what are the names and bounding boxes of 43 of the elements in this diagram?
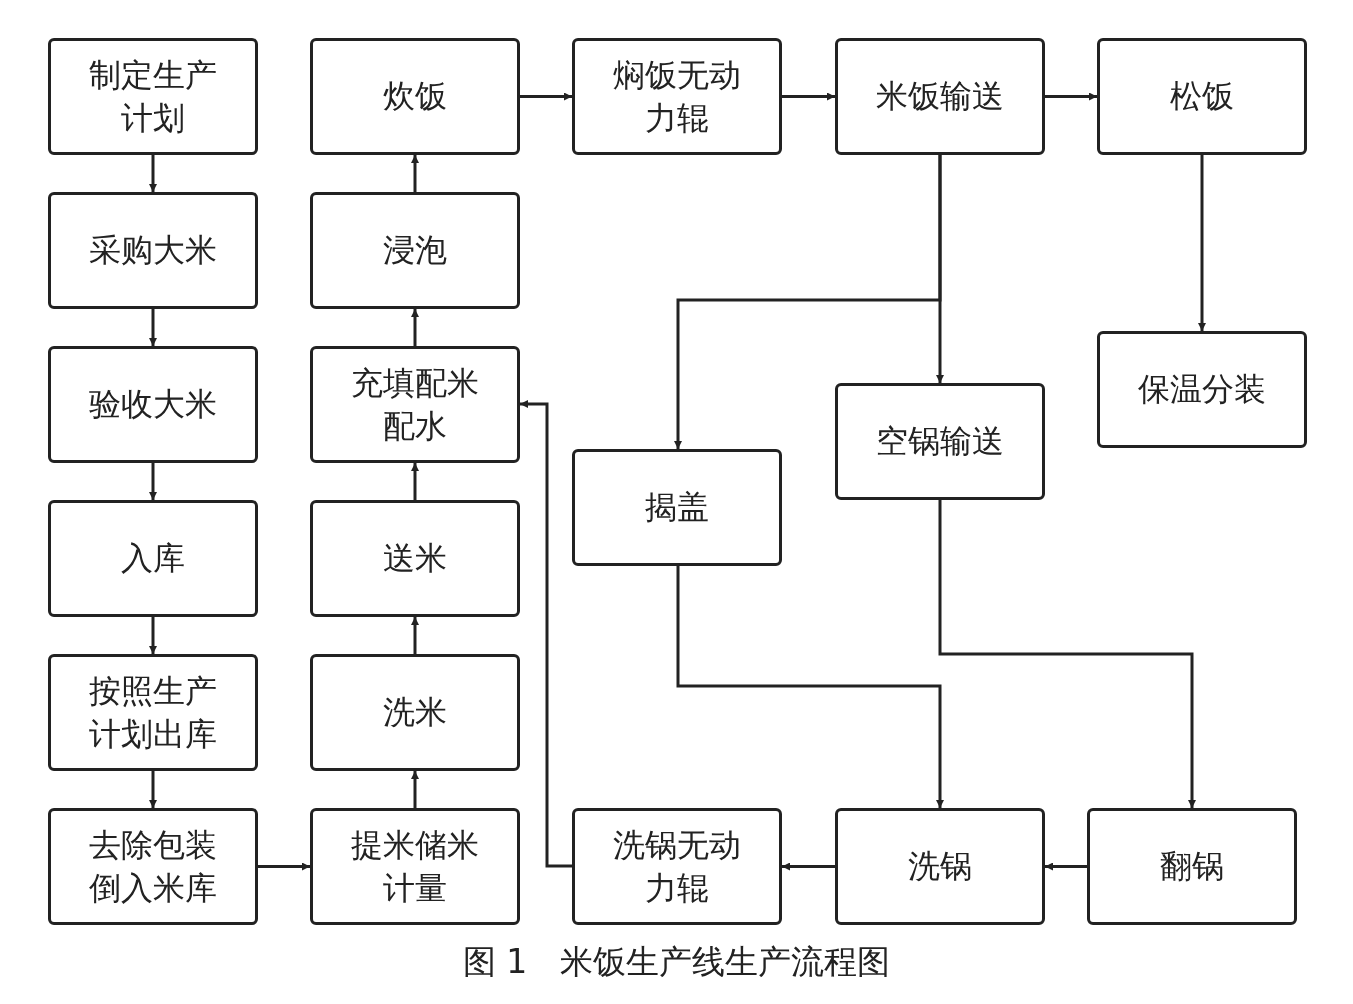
- process-box: 去除包装倒入米库: [48, 808, 258, 925]
- process-box: 翻锅: [1087, 808, 1297, 925]
- process-box: 松饭: [1097, 38, 1307, 155]
- figure-caption: 图 1 米饭生产线生产流程图: [461, 941, 892, 983]
- process-box: 焖饭无动力辊: [572, 38, 782, 155]
- process-box: 洗锅无动力辊: [572, 808, 782, 925]
- arrow: [1198, 155, 1206, 331]
- arrow: [1045, 92, 1097, 101]
- process-box: 空锅输送: [835, 383, 1045, 500]
- arrow: [149, 309, 157, 346]
- process-box: 按照生产计划出库: [48, 654, 258, 771]
- process-box: 送米: [310, 500, 520, 617]
- process-box: 揭盖: [572, 449, 782, 566]
- process-box: 米饭输送: [835, 38, 1045, 155]
- arrow: [411, 309, 419, 346]
- process-box: 洗米: [310, 654, 520, 771]
- arrow: [674, 155, 942, 449]
- arrow: [411, 463, 419, 500]
- process-box: 入库: [48, 500, 258, 617]
- arrow: [782, 92, 835, 101]
- process-box: 保温分装: [1097, 331, 1307, 448]
- process-box: 采购大米: [48, 192, 258, 309]
- arrow: [520, 400, 572, 868]
- process-box: 洗锅: [835, 808, 1045, 925]
- process-box: 浸泡: [310, 192, 520, 309]
- arrow: [411, 617, 419, 654]
- arrow: [149, 617, 157, 654]
- arrow: [1045, 862, 1087, 871]
- arrow: [938, 500, 1196, 808]
- arrow: [676, 566, 944, 808]
- process-box: 验收大米: [48, 346, 258, 463]
- process-box: 炊饭: [310, 38, 520, 155]
- arrow: [411, 155, 419, 192]
- arrow: [149, 155, 157, 192]
- arrow: [149, 463, 157, 500]
- arrow: [520, 92, 572, 101]
- arrow: [149, 771, 157, 808]
- arrow: [782, 862, 835, 871]
- process-box: 制定生产计划: [48, 38, 258, 155]
- process-box: 提米储米计量: [310, 808, 520, 925]
- arrow: [411, 771, 419, 808]
- arrow: [258, 862, 310, 871]
- process-box: 充填配米配水: [310, 346, 520, 463]
